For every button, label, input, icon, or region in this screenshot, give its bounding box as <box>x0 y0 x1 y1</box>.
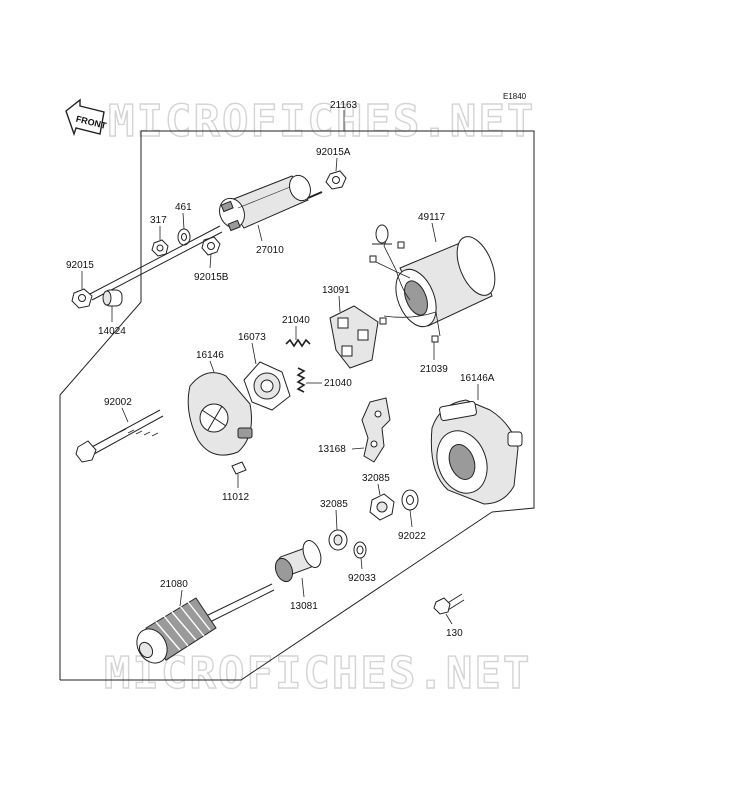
label-92002: 92002 <box>104 397 132 408</box>
label-92022: 92022 <box>398 531 426 542</box>
label-13091: 13091 <box>322 285 350 296</box>
part-11012-key <box>231 461 247 475</box>
label-13081: 13081 <box>290 601 318 612</box>
label-16146A: 16146A <box>460 373 495 384</box>
label-49117: 49117 <box>418 212 446 223</box>
part-21040-spring-upper <box>285 338 311 348</box>
part-13168-lever <box>361 397 391 463</box>
label-32085-upper: 32085 <box>362 473 390 484</box>
label-317: 317 <box>150 215 167 226</box>
label-92015: 92015 <box>66 260 94 271</box>
label-21040-upper: 21040 <box>282 315 310 326</box>
label-13168: 13168 <box>318 444 346 455</box>
label-130: 130 <box>446 628 463 639</box>
part-13081-pinion-clutch <box>274 540 322 583</box>
label-92033: 92033 <box>348 573 376 584</box>
label-14024: 14024 <box>98 326 126 337</box>
part-32085-retainer-upper <box>369 493 395 521</box>
front-arrow-icon: FRONT <box>65 98 108 137</box>
label-21080: 21080 <box>160 579 188 590</box>
label-27010: 27010 <box>256 245 284 256</box>
diagram-code: E1840 <box>503 92 527 101</box>
part-21080-armature <box>136 583 275 664</box>
part-92015-nut <box>71 288 93 309</box>
watermark-bottom: MICROFICHES.NET <box>104 648 531 699</box>
label-21039: 21039 <box>420 364 448 375</box>
part-21040-spring-lower <box>296 367 306 393</box>
watermark-top: MICROFICHES.NET <box>108 96 535 147</box>
label-461: 461 <box>175 202 192 213</box>
label-16073: 16073 <box>238 332 266 343</box>
label-21040-lower: 21040 <box>324 378 352 389</box>
part-92002-through-bolt <box>75 409 164 463</box>
part-13091-brush-holder <box>329 305 379 369</box>
label-21163: 21163 <box>330 100 358 111</box>
assembly-frame-bottom <box>60 511 493 681</box>
part-130-bolt <box>433 593 465 615</box>
part-92015A-nut <box>325 170 347 190</box>
assembly-frame <box>141 130 535 513</box>
part-terminal-stud <box>85 225 221 297</box>
assembly-frame-diagonal <box>59 301 142 396</box>
part-92033-ring <box>353 541 367 559</box>
part-317-nut <box>151 239 169 257</box>
label-32085-lower: 32085 <box>320 499 348 510</box>
label-92015A: 92015A <box>316 147 351 158</box>
part-32085-retainer-lower <box>328 529 348 551</box>
label-92015B: 92015B <box>194 272 229 283</box>
part-49117-yoke <box>369 224 496 343</box>
part-14024-boot <box>102 289 123 307</box>
label-11012: 11012 <box>222 492 250 503</box>
part-16073-plate <box>243 361 291 411</box>
part-27010-solenoid <box>219 174 323 232</box>
part-16146-end-frame <box>187 372 253 456</box>
part-16146A-drive-housing <box>430 399 523 505</box>
part-92022-washer <box>401 489 419 511</box>
part-92015B-nut <box>201 236 221 256</box>
label-16146: 16146 <box>196 350 224 361</box>
